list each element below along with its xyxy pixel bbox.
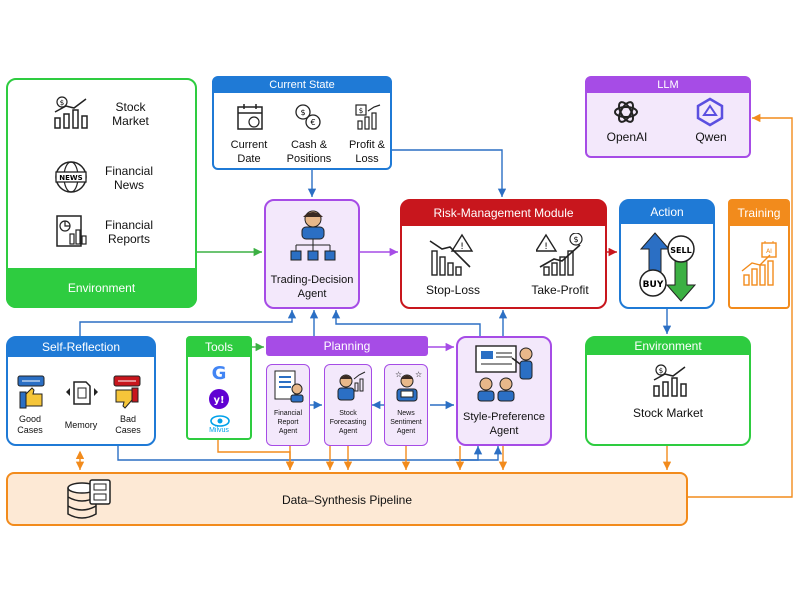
planning-agent-financial-report: Financial Report Agent <box>266 364 310 446</box>
profit-chart-icon: $ <box>354 103 382 136</box>
database-icon <box>64 478 112 529</box>
llm-title: LLM <box>586 77 750 93</box>
style-to-agent-arrow <box>331 310 481 336</box>
self-reflection-title: Self-Reflection <box>7 337 155 357</box>
reflection-to-agent-arrow <box>79 310 297 336</box>
planning-agent-stock-forecasting: Stock Forecasting Agent <box>324 364 372 446</box>
memory-card-icon <box>64 378 100 413</box>
svg-text:€: € <box>310 118 315 127</box>
svg-text:!: ! <box>544 242 548 252</box>
reflection-item-good-cases: Good Cases <box>17 414 43 435</box>
milvus-logo-icon <box>210 414 230 432</box>
bus-to-style-arrow-2 <box>455 446 503 461</box>
llm-panel: LLM OpenAI Qwen <box>585 76 751 158</box>
style-agent-label: Style-Preference Agent <box>463 411 545 437</box>
google-logo-icon: G <box>208 362 230 389</box>
style-preference-agent: Style-Preference Agent <box>456 336 552 446</box>
openai-logo-icon <box>611 97 641 132</box>
buy-badge-text: BUY <box>643 280 664 290</box>
agent-hierarchy-icon <box>288 207 338 268</box>
svg-text:☆: ☆ <box>395 370 402 379</box>
svg-text:$: $ <box>60 99 64 107</box>
thumbs-up-icon <box>16 374 46 415</box>
thumbs-down-icon <box>112 374 142 415</box>
stock-market-chart-icon: $ <box>651 364 689 403</box>
current-state-title: Current State <box>213 77 391 93</box>
planning-title: Planning <box>323 339 371 353</box>
globe-news-icon: NEWS <box>52 160 90 199</box>
llm-item-qwen: Qwen <box>695 130 727 144</box>
yahoo-logo-glyph: y! <box>213 395 224 406</box>
report-icon <box>54 214 90 255</box>
planning-agent-label-1: Stock Forecasting Agent <box>329 410 367 435</box>
presentation-team-icon <box>472 344 540 407</box>
svg-text:AI: AI <box>766 248 772 255</box>
risk-module-title: Risk-Management Module <box>401 200 606 226</box>
svg-text:!: ! <box>460 242 464 252</box>
env-item-financial-reports: Financial Reports <box>104 218 154 246</box>
risk-management-module: Risk-Management Module ! Stop-Loss !$ Ta… <box>400 199 607 309</box>
bus-to-style-arrow <box>117 446 483 461</box>
news-agent-icon: ☆☆ <box>391 369 423 408</box>
tools-title: Tools <box>187 337 251 357</box>
planning-agent-label-0: Financial Report Agent <box>273 410 302 435</box>
pipeline-label: Data–Synthesis Pipeline <box>281 493 413 507</box>
svg-text:$: $ <box>573 235 578 244</box>
env-item-financial-news: Financial News <box>104 164 154 192</box>
report-agent-icon <box>273 369 305 408</box>
svg-text:☆: ☆ <box>415 370 422 379</box>
svg-text:$: $ <box>659 367 663 375</box>
google-logo-glyph: G <box>212 363 227 384</box>
svg-text:$: $ <box>359 107 363 115</box>
currency-exchange-icon: $€ <box>294 103 322 136</box>
buy-sell-arrows-icon: BUY SELL <box>635 231 701 308</box>
environment-right-label: Stock Market <box>632 406 704 420</box>
data-synthesis-pipeline: Data–Synthesis Pipeline <box>6 472 688 526</box>
sell-badge-text: SELL <box>670 246 691 255</box>
planning-agent-news-sentiment: ☆☆ News Sentiment Agent <box>384 364 428 446</box>
calendar-icon <box>236 103 264 136</box>
state-to-risk-arrow <box>392 149 507 197</box>
trading-agent-label: Trading-Decision Agent <box>270 274 354 300</box>
qwen-logo-icon <box>695 97 725 132</box>
trading-decision-agent: Trading-Decision Agent <box>264 199 360 309</box>
tools-item-milvus: Milvus <box>209 427 229 434</box>
risk-item-take-profit: Take-Profit <box>531 283 589 297</box>
llm-item-openai: OpenAI <box>606 130 648 144</box>
svg-text:NEWS: NEWS <box>59 174 82 182</box>
state-item-profit-loss: Profit & Loss <box>348 139 386 165</box>
forecast-agent-icon <box>333 369 367 408</box>
pipeline-to-llm-arrow <box>688 113 793 498</box>
env-item-stock-market: Stock Market <box>112 100 149 128</box>
stock-chart-icon: $ <box>52 96 90 135</box>
environment-right-panel: Environment $ Stock Market <box>585 336 751 446</box>
environment-right-title: Environment <box>586 337 750 355</box>
falling-chart-warning-icon: ! <box>428 233 476 284</box>
state-item-cash-positions: Cash & Positions <box>286 139 332 165</box>
current-state-panel: Current State Current Date $€ Cash & Pos… <box>212 76 392 170</box>
rising-chart-warning-icon: !$ <box>534 232 586 284</box>
planning-header: Planning <box>266 336 428 356</box>
state-item-current-date: Current Date <box>230 139 268 165</box>
environment-panel: $ Stock Market NEWS Financial News Finan… <box>6 78 197 308</box>
action-title: Action <box>620 200 714 224</box>
self-reflection-panel: Self-Reflection Good Cases Memory Bad Ca… <box>6 336 156 446</box>
risk-item-stop-loss: Stop-Loss <box>425 283 481 297</box>
planning-agent-label-2: News Sentiment Agent <box>390 410 422 435</box>
reflection-item-memory: Memory <box>64 420 98 430</box>
ai-chip-chart-icon: AI <box>740 241 782 292</box>
svg-text:$: $ <box>300 108 305 117</box>
training-panel: Training AI <box>728 199 790 309</box>
tools-panel: Tools G y! Milvus <box>186 336 252 440</box>
yahoo-logo-icon: y! <box>208 388 230 415</box>
training-title: Training <box>729 200 789 226</box>
reflection-item-bad-cases: Bad Cases <box>115 414 141 435</box>
action-panel: Action BUY SELL <box>619 199 715 309</box>
environment-footer: Environment <box>6 268 197 308</box>
